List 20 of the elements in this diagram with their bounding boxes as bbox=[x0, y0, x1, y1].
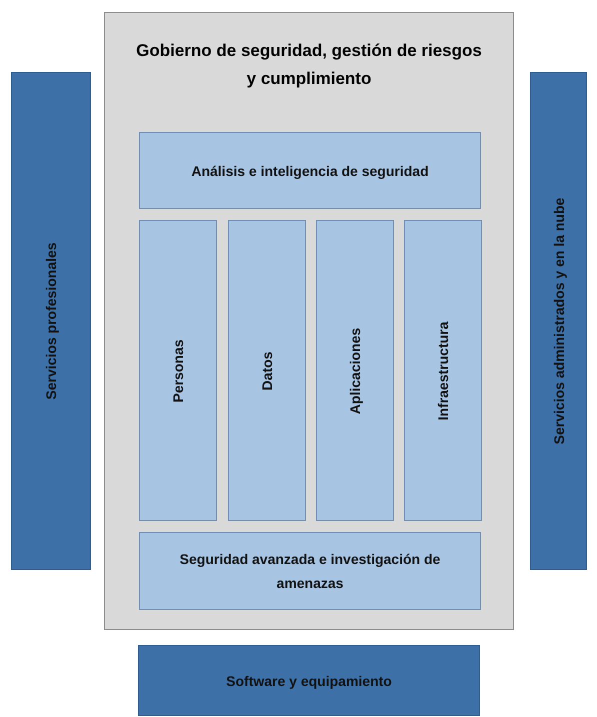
governance-panel bbox=[104, 12, 514, 630]
security-domain-box bbox=[139, 132, 481, 209]
security-domain-box bbox=[139, 532, 481, 610]
box-label: Personas bbox=[169, 338, 187, 402]
service-bar bbox=[530, 72, 587, 570]
box-label: Servicios profesionales bbox=[42, 242, 60, 400]
box-label: Software y equipamiento bbox=[226, 672, 392, 690]
box-label: Servicios administrados y en la nube bbox=[550, 198, 568, 444]
box-label: Aplicaciones bbox=[346, 327, 364, 414]
security-domain-box bbox=[139, 220, 217, 521]
security-domain-box bbox=[404, 220, 482, 521]
security-domain-box bbox=[228, 220, 306, 521]
box-label: Infraestructura bbox=[434, 321, 452, 420]
service-bar bbox=[11, 72, 91, 570]
box-label: Análisis e inteligencia de seguridad bbox=[191, 162, 429, 181]
panel-title: Gobierno de seguridad, gestión de riesgos y cumplimiento bbox=[135, 40, 483, 90]
box-label: Datos bbox=[258, 351, 276, 390]
security-domain-box bbox=[316, 220, 394, 521]
service-bar bbox=[138, 645, 480, 716]
box-label: Seguridad avanzada e investigación de amenazas bbox=[178, 550, 442, 593]
